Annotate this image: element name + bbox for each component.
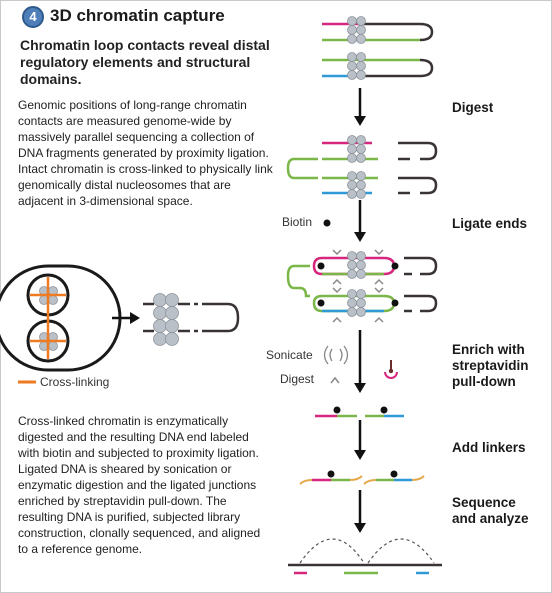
label-sonicate: Sonicate [266, 348, 313, 362]
legend-crosslinking-label: Cross-linking [40, 375, 110, 389]
biotin-dot-legend [323, 219, 331, 227]
chromatin-ligated [286, 256, 438, 313]
sonicate-icon [323, 345, 349, 365]
biotin-dots-enriched [333, 406, 388, 414]
biotin-dots-linkers [327, 470, 398, 478]
method-paragraph: Cross-linked chromatin is enzymatically … [18, 414, 261, 556]
shear-marks [332, 249, 384, 323]
biotin-dots-ligate [317, 262, 399, 307]
page-subtitle: Chromatin loop contacts reveal distal re… [20, 37, 270, 87]
step-badge: 4 [22, 6, 44, 28]
step-sequence-1: Sequence [452, 495, 516, 510]
step-digest: Digest [452, 100, 494, 115]
page-title: 3D chromatin capture [50, 6, 225, 25]
crosslink-illustration [0, 264, 122, 372]
crosslinked-cluster [143, 293, 240, 346]
label-biotin: Biotin [282, 215, 313, 229]
step-enrich-1: Enrich with [452, 342, 525, 357]
step-enrich-3: pull-down [452, 374, 516, 389]
step-enrich-2: streptavidin [452, 358, 529, 373]
streptavidin-icon [384, 360, 398, 379]
illustration-arrowhead [130, 312, 140, 324]
nucleosome-cluster-top [347, 16, 366, 80]
step-linkers: Add linkers [452, 440, 526, 455]
digest-caret-icon [330, 376, 340, 384]
label-digest-small: Digest [280, 372, 315, 386]
fragments-linkers [299, 475, 425, 485]
chromatin-initial [322, 22, 434, 78]
flow-arrowheads [354, 116, 366, 533]
intro-paragraph: Genomic positions of long-range chromati… [18, 98, 273, 208]
nucleosome-cluster-ligate [347, 251, 366, 317]
nucleosome-cluster-digest [347, 135, 366, 199]
alignment-view [288, 538, 442, 575]
step-ligate: Ligate ends [452, 216, 528, 231]
step-sequence-2: and analyze [452, 511, 529, 526]
